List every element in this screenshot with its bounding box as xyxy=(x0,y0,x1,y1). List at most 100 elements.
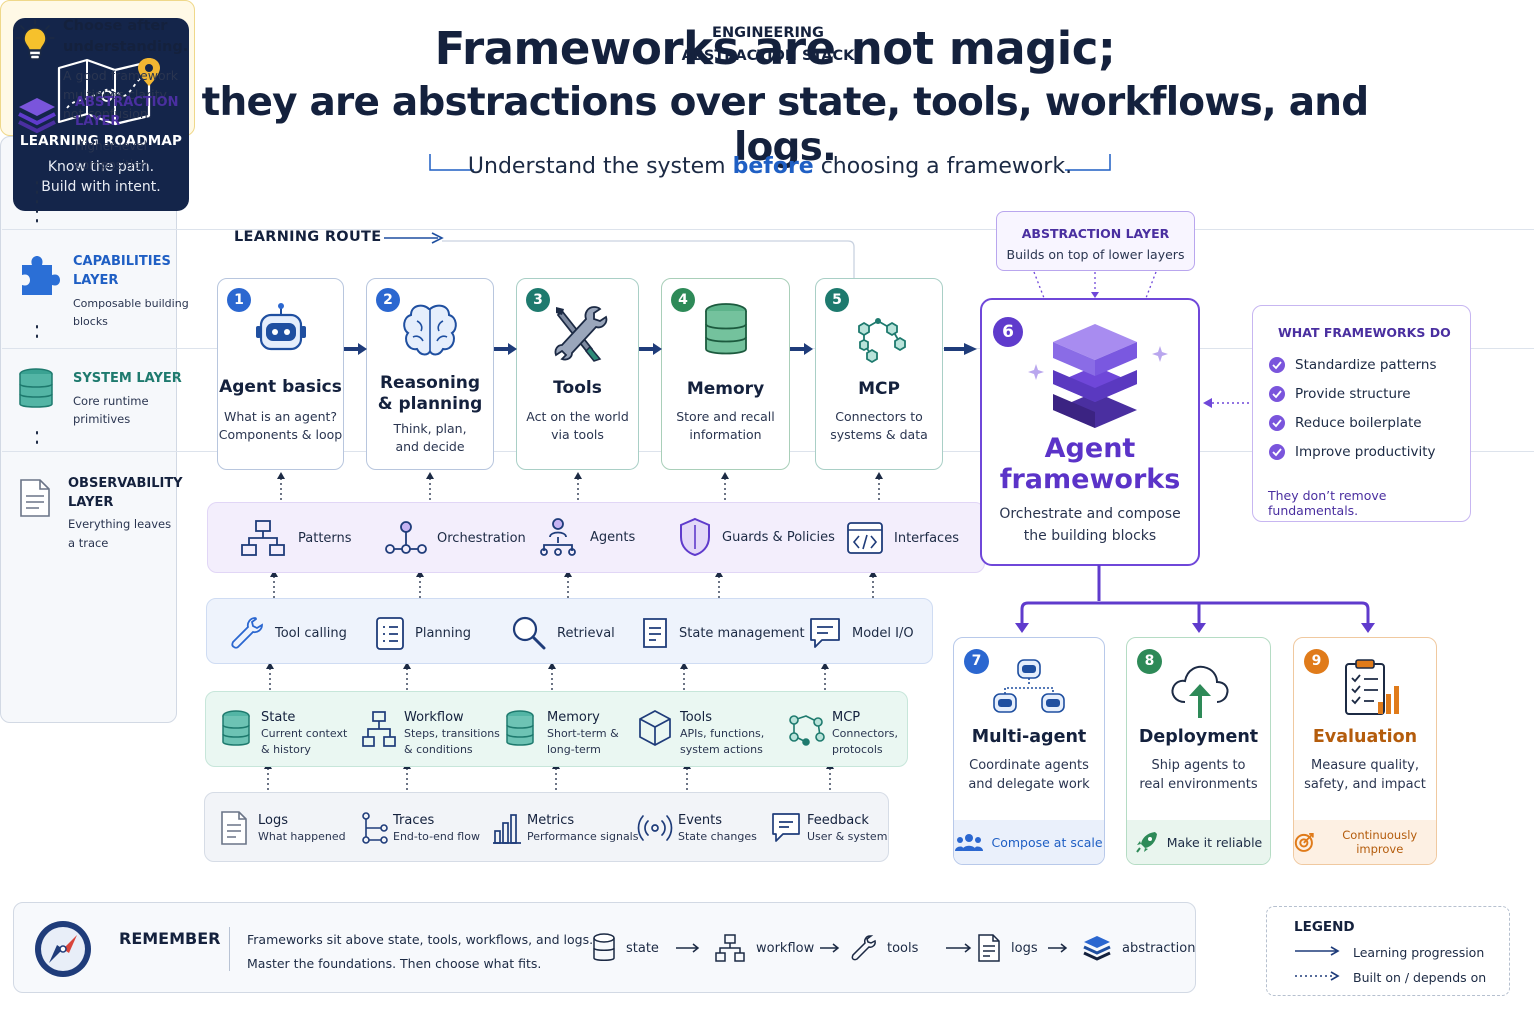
capability-orchestration[interactable]: Orchestration xyxy=(385,519,526,557)
outcome-evaluation[interactable]: 9 Evaluation Measure quality,safety, and… xyxy=(1293,637,1437,865)
af-title-2: frameworks xyxy=(999,464,1181,495)
layer-desc-2: a trace xyxy=(68,536,109,550)
step-reasoning-planning[interactable]: 2 Reasoning& planning Think, plan,and de… xyxy=(366,278,494,470)
operation-label: Model I/O xyxy=(852,625,914,641)
wrench-screwdriver-icon xyxy=(554,306,607,362)
step-desc: Think, plan, xyxy=(393,421,467,436)
checklist-icon xyxy=(376,617,404,650)
operation-model-io[interactable]: Model I/O xyxy=(808,615,914,651)
stack-title-line-2: ABSTRACTION STACK xyxy=(681,48,855,64)
layer-desc-2: composition xyxy=(75,158,149,172)
layer-desc-2: blocks xyxy=(73,315,108,328)
step-number: 1 xyxy=(227,288,251,312)
step-agent-basics[interactable]: 1 Agent basics What is an agent?Componen… xyxy=(217,278,344,470)
stack-divider xyxy=(2,229,1534,230)
observability-desc: Performance signals xyxy=(527,830,639,843)
subtitle-bracket-right xyxy=(1065,154,1111,171)
operation-state-management[interactable]: State management xyxy=(641,616,805,650)
abstraction-stack-panel: ENGINEERING ABSTRACTION STACK ABSTRACTIO… xyxy=(0,25,1534,723)
capability-interfaces[interactable]: Interfaces xyxy=(846,521,959,555)
step-desc: What is an agent? xyxy=(223,409,338,424)
state-file-icon xyxy=(643,618,667,648)
orchestration-icon xyxy=(385,521,427,554)
clipboard-chart-icon xyxy=(1345,659,1399,715)
compass-icon xyxy=(35,921,91,977)
flow-tools: tools xyxy=(849,933,918,963)
outcome-title: Multi-agent xyxy=(971,727,1087,747)
layer-desc: Composable building xyxy=(73,297,189,310)
multi-agent-icon xyxy=(993,659,1065,713)
outcome-footer-label: Make it reliable xyxy=(1166,834,1263,850)
branch-arrows xyxy=(1015,565,1375,633)
log-file-icon xyxy=(221,811,247,845)
flow-label: tools xyxy=(887,940,919,956)
step-desc: Store and recall xyxy=(676,409,775,424)
system-desc-2: long-term xyxy=(547,743,601,756)
wfd-item: Standardize patterns xyxy=(1269,357,1437,373)
system-title: Tools xyxy=(680,710,713,725)
operation-retrieval[interactable]: Retrieval xyxy=(511,615,615,651)
layer-desc: Higher-level xyxy=(75,139,147,153)
step-title: Reasoning xyxy=(379,373,481,393)
wfd-item: Provide structure xyxy=(1269,386,1411,402)
system-desc-2: system actions xyxy=(680,743,763,756)
workflow-icon xyxy=(715,934,745,962)
system-title: Memory xyxy=(547,710,600,725)
learning-route-label: LEARNING ROUTE xyxy=(234,229,382,245)
operation-planning[interactable]: Planning xyxy=(375,615,471,651)
layer-name-2: LAYER xyxy=(73,273,119,288)
stack-title-line-1: ENGINEERING xyxy=(712,25,824,41)
rocket-icon xyxy=(1135,832,1157,853)
outcome-desc: Measure quality, xyxy=(1311,758,1419,773)
flow-label: abstraction xyxy=(1122,940,1196,956)
dots-connector xyxy=(36,325,38,345)
capability-guards-policies[interactable]: Guards & Policies xyxy=(678,517,835,557)
database-icon xyxy=(222,710,250,746)
check-circle-icon xyxy=(1269,415,1285,431)
map-icon xyxy=(57,58,160,126)
capability-label: Patterns xyxy=(298,530,352,546)
layer-name: OBSERVABILITY xyxy=(68,476,183,491)
capability-patterns[interactable]: Patterns xyxy=(240,519,352,557)
lightbulb-icon xyxy=(15,19,55,60)
database-icon xyxy=(593,933,615,961)
capability-agents[interactable]: Agents xyxy=(536,517,635,557)
legend-solid-arrow xyxy=(1295,946,1340,956)
step-number: 5 xyxy=(825,288,849,312)
outcome-desc-2: safety, and impact xyxy=(1304,777,1426,792)
page-title-line-2: they are abstractions over state, tools,… xyxy=(201,80,1369,170)
step-desc-2: Components & loop xyxy=(218,427,343,442)
af-desc-1: Orchestrate and compose xyxy=(999,506,1181,522)
operations-band: Tool calling Planning Retrieval State ma… xyxy=(206,598,933,664)
cube-icon xyxy=(639,710,671,746)
flow-label: logs xyxy=(1011,940,1038,956)
code-window-icon xyxy=(847,522,883,554)
step-desc-2: and decide xyxy=(395,439,465,454)
operation-tool-calling[interactable]: Tool calling xyxy=(229,615,347,651)
wfd-footer: They don’t remove fundamentals. xyxy=(1268,488,1387,518)
system-desc-2: & conditions xyxy=(404,743,473,756)
check-circle-icon xyxy=(1269,357,1285,373)
dots-connector xyxy=(36,181,38,227)
check-circle-icon xyxy=(1269,444,1285,460)
observability-title: Feedback xyxy=(807,813,869,828)
wfd-item: Reduce boilerplate xyxy=(1269,415,1422,431)
legend-solid-label: Learning progression xyxy=(1353,945,1485,960)
operation-label: Tool calling xyxy=(275,625,347,641)
